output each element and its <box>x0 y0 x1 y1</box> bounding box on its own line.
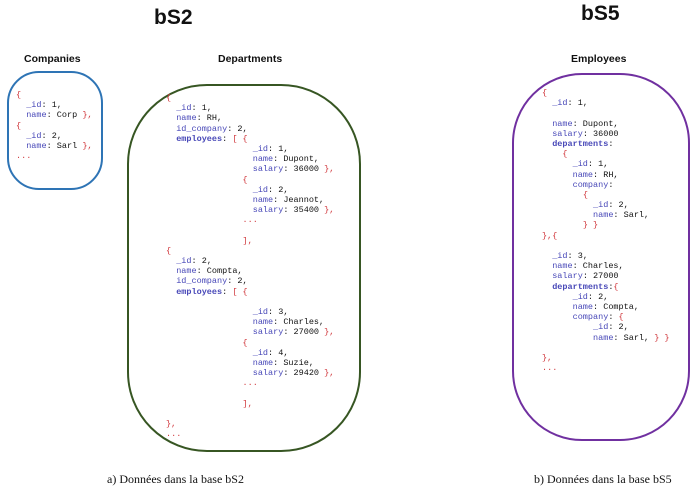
companies-documents: { _id: 1, name: Corp }, { _id: 2, name: S… <box>16 90 93 161</box>
code-line: { <box>582 189 588 200</box>
code-line <box>542 108 670 118</box>
code-line <box>166 225 334 235</box>
code-line: _id: 3, <box>252 306 289 317</box>
code-line: } } <box>582 220 599 231</box>
code-line: name: Sarl, } } <box>593 332 670 343</box>
code-line: ], <box>242 235 253 246</box>
code-line: departments:{ <box>552 281 619 292</box>
code-line: { <box>166 93 172 103</box>
code-line: { <box>16 120 22 131</box>
caption-bs5: b) Données dans la base bS5 <box>534 472 672 486</box>
code-line: _id: 2, <box>252 184 289 195</box>
code-line: }, <box>166 419 177 429</box>
caption-bs2: a) Données dans la base bS2 <box>107 472 244 486</box>
code-line: _id: 2, <box>593 322 629 333</box>
code-line: _id: 1, <box>572 159 609 170</box>
code-line: }, <box>542 352 553 363</box>
code-line: salary: 36000 }, <box>252 164 335 175</box>
departments-collection-box <box>127 84 361 452</box>
code-line: { <box>242 337 248 348</box>
code-line: company: <box>572 179 614 190</box>
companies-collection-box <box>7 71 103 190</box>
code-line: name: Compta, <box>176 266 243 277</box>
code-line: name: Suzie, <box>252 357 314 368</box>
departments-documents: { _id: 1, name: RH, id_company: 2, emplo… <box>166 93 334 439</box>
code-line: _id: 1, <box>176 103 212 114</box>
code-line: { <box>166 245 172 256</box>
code-line: employees: [ { <box>176 133 248 144</box>
code-line <box>542 343 670 353</box>
employees-collection-box <box>512 73 690 441</box>
code-line: salary: 27000 }, <box>252 327 335 338</box>
code-line: name: Charles, <box>252 317 325 328</box>
code-line: ], <box>242 398 253 409</box>
code-line: name: Dupont, <box>252 154 320 165</box>
code-line: ... <box>16 151 32 162</box>
code-line: ... <box>542 363 558 374</box>
code-line: _id: 4, <box>252 347 289 358</box>
code-line: salary: 29420 }, <box>252 368 335 379</box>
database-title-bs5: bS5 <box>581 2 620 25</box>
code-line: id_company: 2, <box>176 123 248 134</box>
code-line: name: Charles, <box>552 261 624 272</box>
code-line: { <box>562 149 568 160</box>
code-line: _id: 2, <box>26 130 62 141</box>
code-line: salary: 27000 <box>552 271 619 282</box>
code-line: ... <box>242 215 258 226</box>
code-line: _id: 3, <box>552 251 588 261</box>
collection-title-companies: Companies <box>24 53 81 65</box>
code-line: name: RH, <box>572 169 619 180</box>
code-line <box>542 241 670 251</box>
code-line: { <box>542 88 548 98</box>
code-line: _id: 2, <box>572 291 609 302</box>
code-line: name: Corp }, <box>26 110 93 121</box>
code-line: name: Jeannot, <box>252 194 325 205</box>
code-line: },{ <box>542 230 558 241</box>
code-line: _id: 1, <box>552 98 588 109</box>
code-line: _id: 1, <box>26 100 62 111</box>
code-line: { <box>16 90 22 100</box>
code-line: _id: 1, <box>252 143 289 154</box>
code-line: ... <box>166 429 182 440</box>
code-line: name: Sarl, <box>593 210 650 221</box>
code-line: departments: <box>552 138 614 149</box>
code-line: name: RH, <box>176 113 223 124</box>
code-line: salary: 36000 <box>552 128 619 139</box>
code-line <box>166 297 334 307</box>
collection-title-employees: Employees <box>571 53 627 65</box>
code-line <box>166 388 334 398</box>
code-line: _id: 2, <box>593 200 629 211</box>
code-line: id_company: 2, <box>176 276 248 287</box>
code-line: name: Compta, <box>572 301 639 312</box>
code-line: employees: [ { <box>176 286 248 297</box>
code-line: { <box>242 174 248 185</box>
employees-documents: { _id: 1, name: Dupont, salary: 36000 de… <box>542 88 670 373</box>
code-line <box>166 409 334 419</box>
code-line: ... <box>242 378 258 389</box>
code-line: salary: 35400 }, <box>252 205 335 216</box>
code-line: _id: 2, <box>176 256 212 266</box>
collection-title-departments: Departments <box>218 53 283 65</box>
code-line: name: Sarl }, <box>26 140 93 151</box>
code-line: name: Dupont, <box>552 118 619 129</box>
code-line: company: { <box>572 312 624 323</box>
database-title-bs2: bS2 <box>154 6 193 29</box>
